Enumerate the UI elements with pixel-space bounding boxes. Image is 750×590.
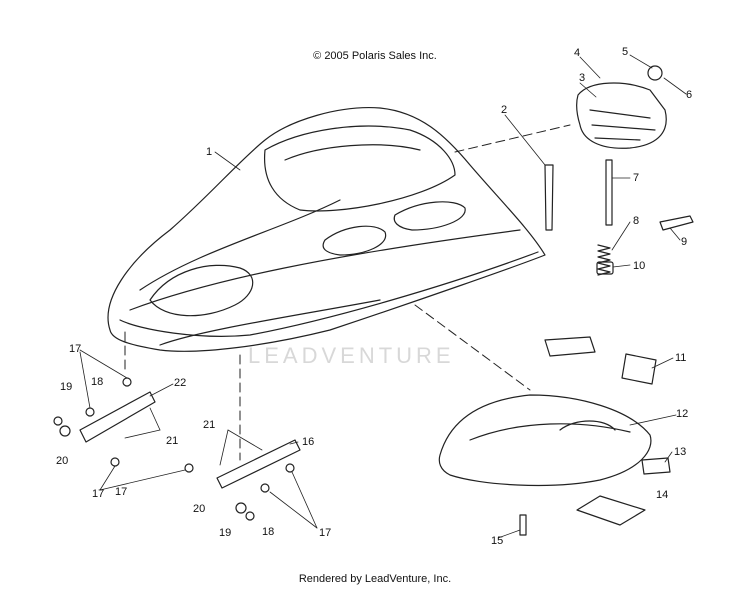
- lower-bracket-part: [216, 439, 301, 489]
- shaft-part: [605, 159, 613, 226]
- callout-label: 4: [574, 47, 581, 59]
- callout-label: 20: [56, 455, 69, 467]
- grid-plate-part: [576, 495, 646, 526]
- left-bracket-part: [79, 391, 156, 443]
- copyright-text: © 2005 Polaris Sales Inc.: [313, 50, 437, 62]
- leader-lines: [124, 124, 571, 461]
- callout-label: 15: [491, 535, 504, 547]
- tray-part: [438, 394, 652, 487]
- callout-label: 2: [501, 104, 508, 116]
- callout-label: 10: [633, 260, 646, 272]
- spring-part: [597, 244, 611, 276]
- callout-label: 6: [686, 89, 693, 101]
- knob-part: [647, 65, 663, 81]
- block-part: [544, 336, 596, 357]
- callout-label: 14: [656, 489, 669, 501]
- clip-part: [659, 215, 694, 231]
- callout-label: 16: [302, 436, 315, 448]
- callout-label: 17: [92, 488, 105, 500]
- callout-label: 5: [622, 46, 629, 58]
- callout-label: 13: [674, 446, 687, 458]
- nut-part: [596, 261, 614, 275]
- callout-label: 22: [174, 377, 187, 389]
- callout-label: 17: [69, 343, 82, 355]
- bracket-part: [576, 82, 667, 149]
- hood-part: [107, 107, 546, 352]
- callout-label: 8: [633, 215, 640, 227]
- callout-label: 21: [203, 419, 216, 431]
- rod-part: [544, 164, 554, 231]
- callout-label: 11: [675, 352, 687, 364]
- callout-label: 20: [193, 503, 206, 515]
- block-part: [621, 353, 657, 385]
- watermark-text: LEADVENTURE: [248, 343, 455, 368]
- callout-label: 7: [633, 172, 640, 184]
- screw-part: [519, 514, 527, 536]
- callout-label: 17: [115, 486, 128, 498]
- callout-label: 19: [60, 381, 73, 393]
- callout-label: 9: [681, 236, 688, 248]
- footer-text: Rendered by LeadVenture, Inc.: [298, 573, 452, 585]
- fastener-parts: [53, 377, 295, 521]
- callout-leaders: [79, 54, 687, 539]
- callout-label: 18: [91, 376, 104, 388]
- callout-label: 12: [676, 408, 689, 420]
- callout-label: 1: [206, 146, 213, 158]
- callout-label: 18: [262, 526, 275, 538]
- callout-label: 21: [166, 435, 179, 447]
- callout-label: 17: [319, 527, 332, 539]
- callout-label: 3: [579, 72, 586, 84]
- callout-label: 19: [219, 527, 232, 539]
- label-part: [641, 457, 671, 475]
